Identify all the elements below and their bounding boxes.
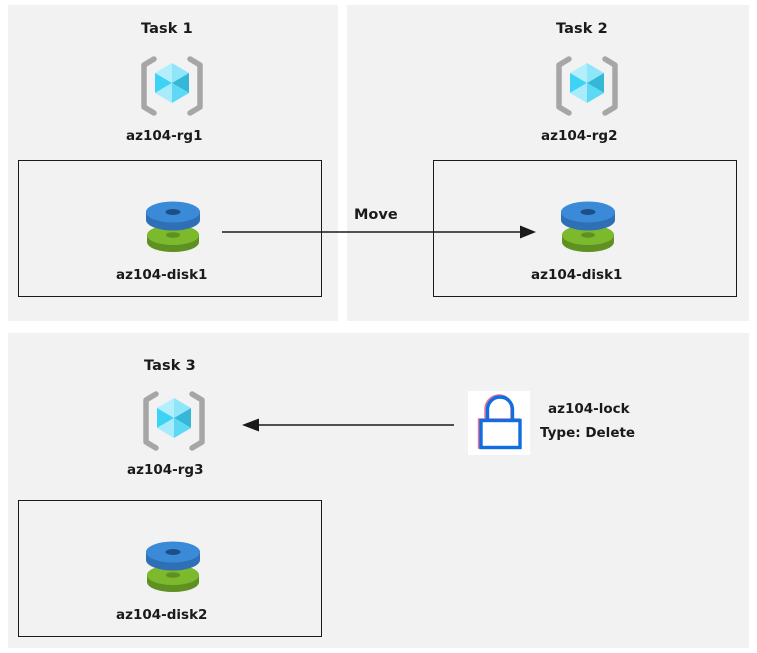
disk-label-2: az104-disk1 <box>531 267 623 283</box>
resource-group-cube-icon <box>142 390 206 452</box>
task-3-title: Task 3 <box>144 358 196 374</box>
disk-icon <box>555 198 621 254</box>
lock-icon <box>477 394 522 450</box>
task-2-title: Task 2 <box>556 21 608 37</box>
move-arrow <box>222 225 536 239</box>
resource-group-label-2: az104-rg2 <box>541 128 618 144</box>
lock-type-label: Type: Delete <box>540 425 636 441</box>
resource-group-cube-icon <box>555 55 619 117</box>
disk-icon <box>140 538 206 594</box>
task-1-title: Task 1 <box>141 21 193 37</box>
resource-group-cube-icon <box>140 55 204 117</box>
lock-icon-card <box>468 391 530 455</box>
lock-arrow <box>242 418 454 432</box>
disk-icon <box>140 198 206 254</box>
disk-label-1: az104-disk1 <box>116 267 208 283</box>
lock-name-label: az104-lock <box>548 401 630 417</box>
move-arrow-label: Move <box>354 207 398 223</box>
resource-group-label-1: az104-rg1 <box>126 128 203 144</box>
resource-group-label-3: az104-rg3 <box>127 462 204 478</box>
disk-label-3: az104-disk2 <box>116 607 208 623</box>
